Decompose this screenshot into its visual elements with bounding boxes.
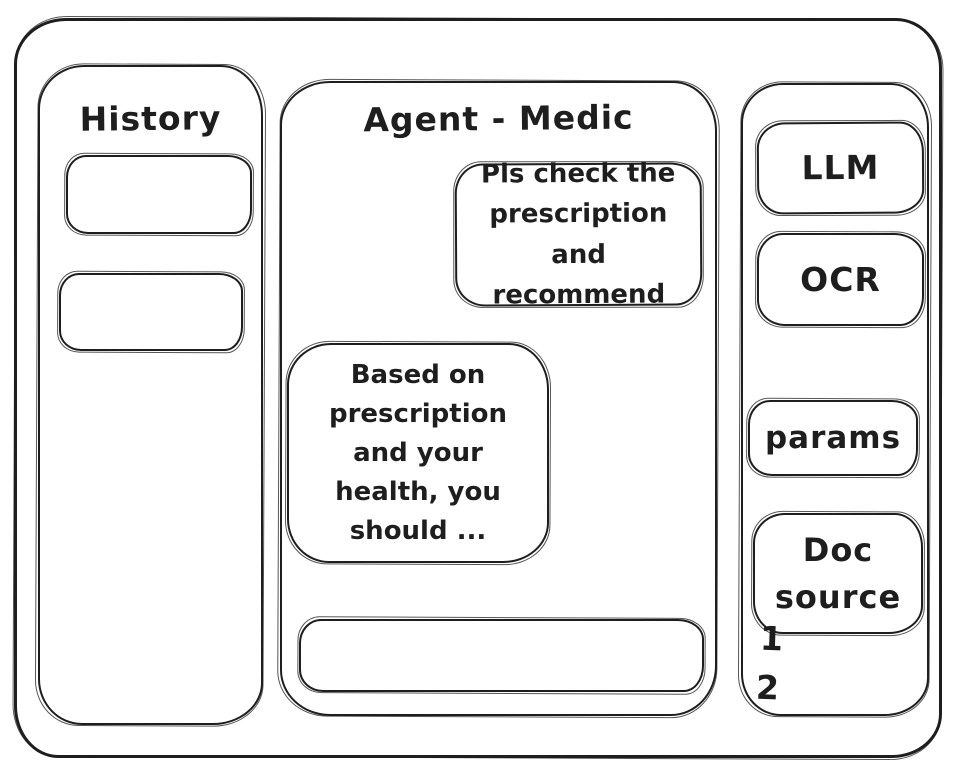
llm-button[interactable]: LLM	[756, 121, 925, 215]
doc-source-item-2[interactable]: 2	[755, 667, 780, 708]
app-frame: History Agent - Medic Pls check the pres…	[14, 18, 942, 758]
tools-panel: LLM OCR params Doc source 1 2	[741, 83, 929, 716]
history-title: History	[79, 98, 222, 139]
doc-source-button[interactable]: Doc source	[753, 513, 923, 634]
params-button[interactable]: params	[748, 400, 918, 476]
user-message-bubble: Pls check the prescription and recommend	[454, 158, 703, 310]
chat-panel: Agent - Medic Pls check the prescription…	[280, 81, 717, 716]
ocr-button[interactable]: OCR	[757, 233, 924, 326]
history-panel: History	[38, 65, 263, 725]
history-item[interactable]	[66, 155, 252, 234]
chat-title: Agent - Medic	[363, 97, 634, 140]
message-input[interactable]	[301, 621, 702, 690]
assistant-message-bubble: Based on prescription and your health, y…	[287, 343, 549, 563]
doc-source-item-1[interactable]: 1	[759, 618, 784, 659]
history-item[interactable]	[59, 273, 243, 351]
message-input-bar[interactable]	[299, 619, 704, 692]
